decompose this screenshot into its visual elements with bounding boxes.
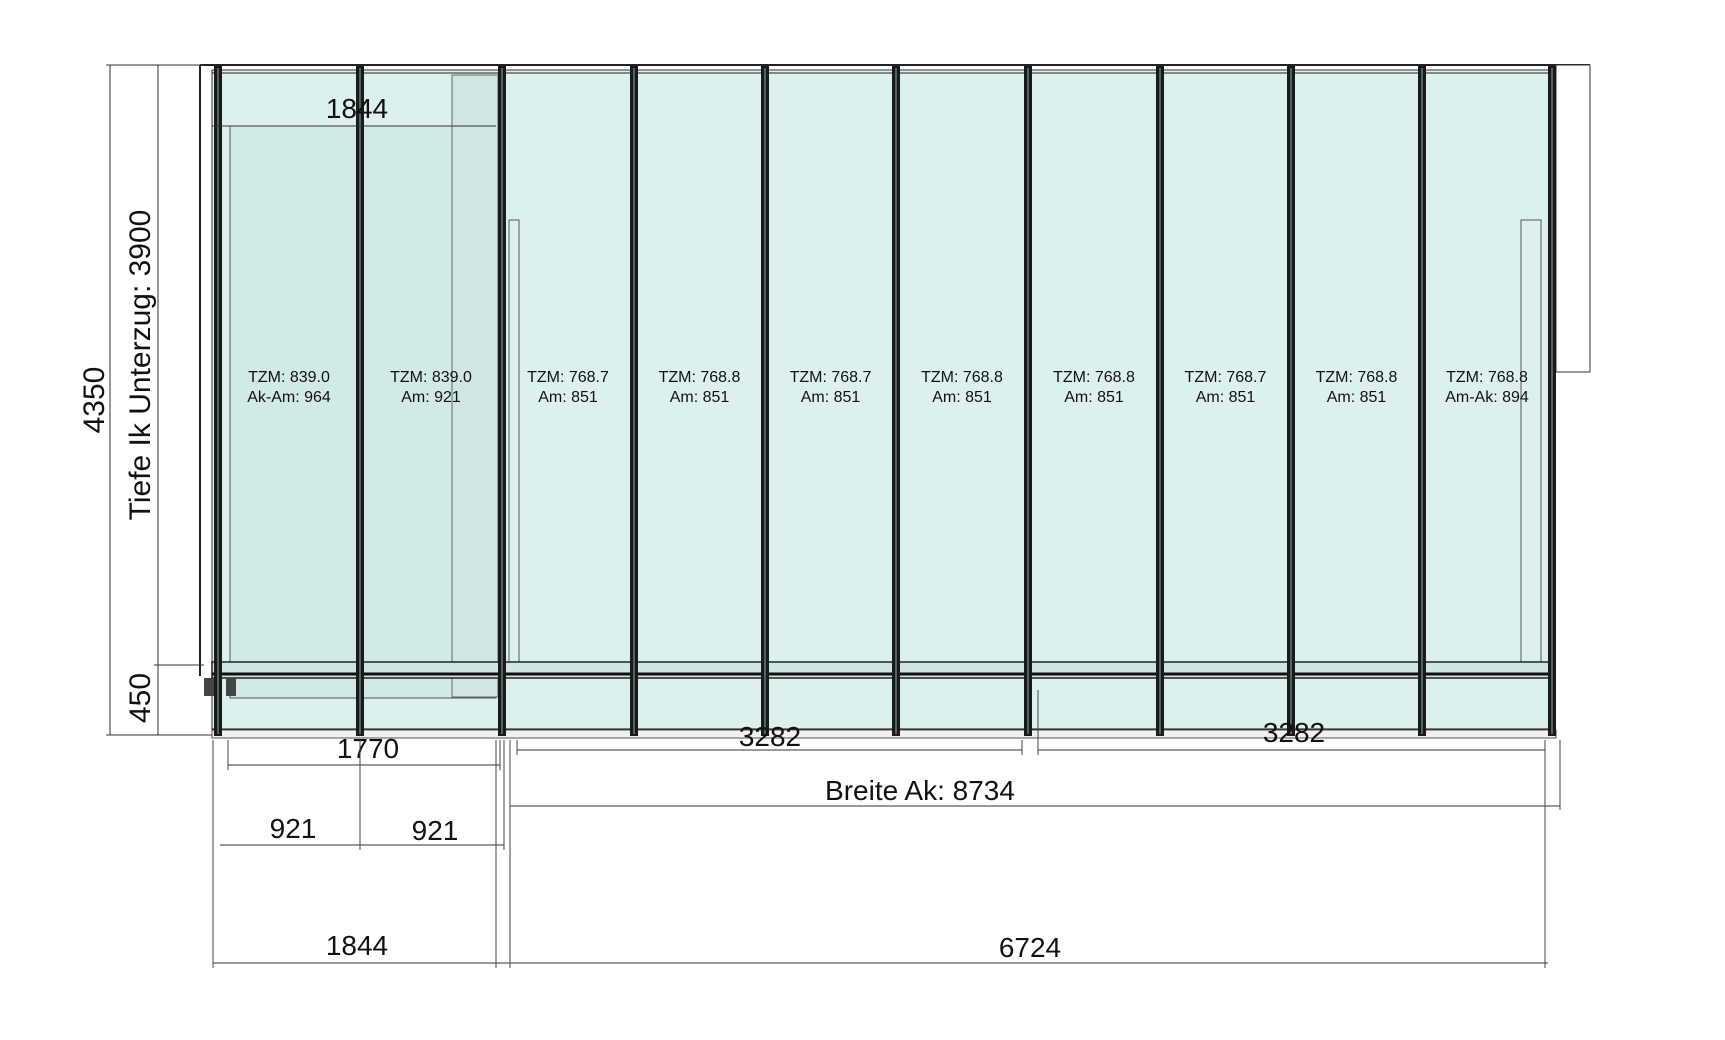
bdim-921-right: 921 [412, 815, 459, 846]
posts-group [214, 66, 1556, 736]
left-foot [204, 678, 214, 696]
panel-3-tzm: TZM: 768.7 [527, 369, 609, 386]
extension-lines [212, 690, 1561, 968]
left-foot-2 [226, 678, 236, 696]
sill-band [211, 661, 1553, 679]
panel-4-am: Am: 851 [670, 389, 730, 406]
panel-5-tzm: TZM: 768.7 [790, 369, 872, 386]
bdim-1844: 1844 [326, 930, 388, 961]
panel-5-am: Am: 851 [801, 389, 861, 406]
vdim-450: 450 [124, 673, 157, 723]
bdim-total-width: Breite Ak: 8734 [825, 775, 1015, 806]
panel-1-am: Ak-Am: 964 [247, 389, 331, 406]
panel-labels-group: TZM: 839.0Ak-Am: 964 TZM: 839.0Am: 921 TZM… [247, 369, 1529, 406]
panel-7-am: Am: 851 [1064, 389, 1124, 406]
panel-1-tzm: TZM: 839.0 [248, 369, 330, 386]
panel-10-tzm: TZM: 768.8 [1446, 369, 1528, 386]
panel-7-tzm: TZM: 768.8 [1053, 369, 1135, 386]
panel-6-tzm: TZM: 768.8 [921, 369, 1003, 386]
panel-6-am: Am: 851 [932, 389, 992, 406]
panel-9-am: Am: 851 [1327, 389, 1387, 406]
panel-2-tzm: TZM: 839.0 [390, 369, 472, 386]
panel-3-am: Am: 851 [538, 389, 598, 406]
panel-9-tzm: TZM: 768.8 [1316, 369, 1398, 386]
bdim-921-left: 921 [270, 813, 317, 844]
bdim-3282-left: 3282 [739, 721, 801, 752]
panel-8-tzm: TZM: 768.7 [1185, 369, 1267, 386]
vdim-4350: 4350 [78, 367, 111, 434]
door-overlay-2 [451, 74, 499, 698]
vdim-depth-label: Tiefe Ik Unterzug: 3900 [124, 210, 157, 521]
right-wall [1555, 64, 1591, 373]
floor-strip [211, 729, 1557, 739]
top-dim-1844: 1844 [326, 93, 388, 124]
bdim-1770: 1770 [337, 733, 399, 764]
bdim-6724: 6724 [999, 932, 1061, 963]
panel-4-tzm: TZM: 768.8 [659, 369, 741, 386]
panel-10-am: Am-Ak: 894 [1445, 389, 1529, 406]
bdim-3282-right: 3282 [1263, 717, 1325, 748]
panel-2-am: Am: 921 [401, 389, 461, 406]
panel-8-am: Am: 851 [1196, 389, 1256, 406]
